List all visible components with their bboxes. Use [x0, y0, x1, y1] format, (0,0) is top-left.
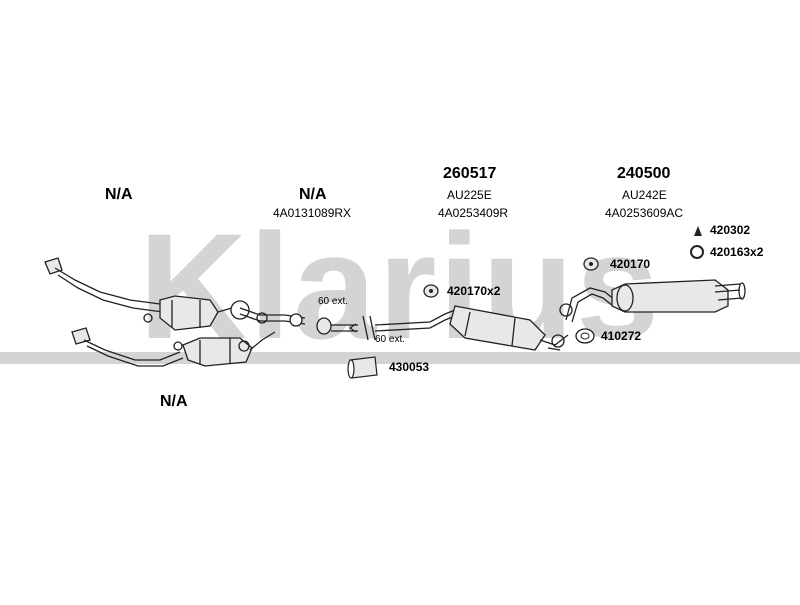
triangle-bracket-icon[interactable] — [694, 226, 702, 236]
lower-manifold-status: N/A — [160, 393, 188, 410]
front-pipe-status: N/A — [299, 186, 327, 203]
middle-silencer-oe-code: 4A0253409R — [438, 206, 509, 220]
rear-silencer-part-number[interactable]: 240500 — [617, 165, 671, 182]
accessory-420170x2-label[interactable]: 420170x2 — [447, 284, 501, 298]
extension-upper-label: 60 ext. — [318, 296, 349, 307]
pipe-connector-icon[interactable] — [347, 356, 378, 379]
rear-silencer-ref-code: AU242E — [622, 188, 667, 202]
rear-silencer-part[interactable] — [559, 279, 746, 323]
ring-gasket-icon[interactable] — [690, 245, 704, 259]
rear-silencer-oe-code: 4A0253609AC — [605, 206, 684, 220]
front-pipe-oe-code: 4A0131089RX — [273, 206, 352, 220]
extension-lower-label: 60 ext. — [375, 334, 406, 345]
rubber-hanger-icon[interactable] — [583, 257, 599, 271]
middle-silencer-part[interactable] — [374, 305, 569, 351]
ring-gasket-icon[interactable] — [575, 328, 595, 344]
manifold-status: N/A — [105, 186, 133, 203]
middle-silencer-part-number[interactable]: 260517 — [443, 165, 497, 182]
accessory-420163-label[interactable]: 420163x2 — [710, 245, 764, 259]
accessory-410272-label[interactable]: 410272 — [601, 329, 642, 343]
downpipe-catalyst-lower[interactable] — [71, 327, 276, 367]
front-pipe[interactable] — [239, 307, 306, 327]
middle-silencer-ref-code: AU225E — [447, 188, 492, 202]
accessory-420302-label[interactable]: 420302 — [710, 223, 751, 237]
extension-joint[interactable] — [316, 315, 376, 341]
accessory-420170-label[interactable]: 420170 — [610, 257, 651, 271]
downpipe-catalyst-upper[interactable] — [44, 257, 250, 331]
accessory-430053-label[interactable]: 430053 — [389, 360, 430, 374]
rubber-hanger-icon[interactable] — [423, 284, 439, 298]
